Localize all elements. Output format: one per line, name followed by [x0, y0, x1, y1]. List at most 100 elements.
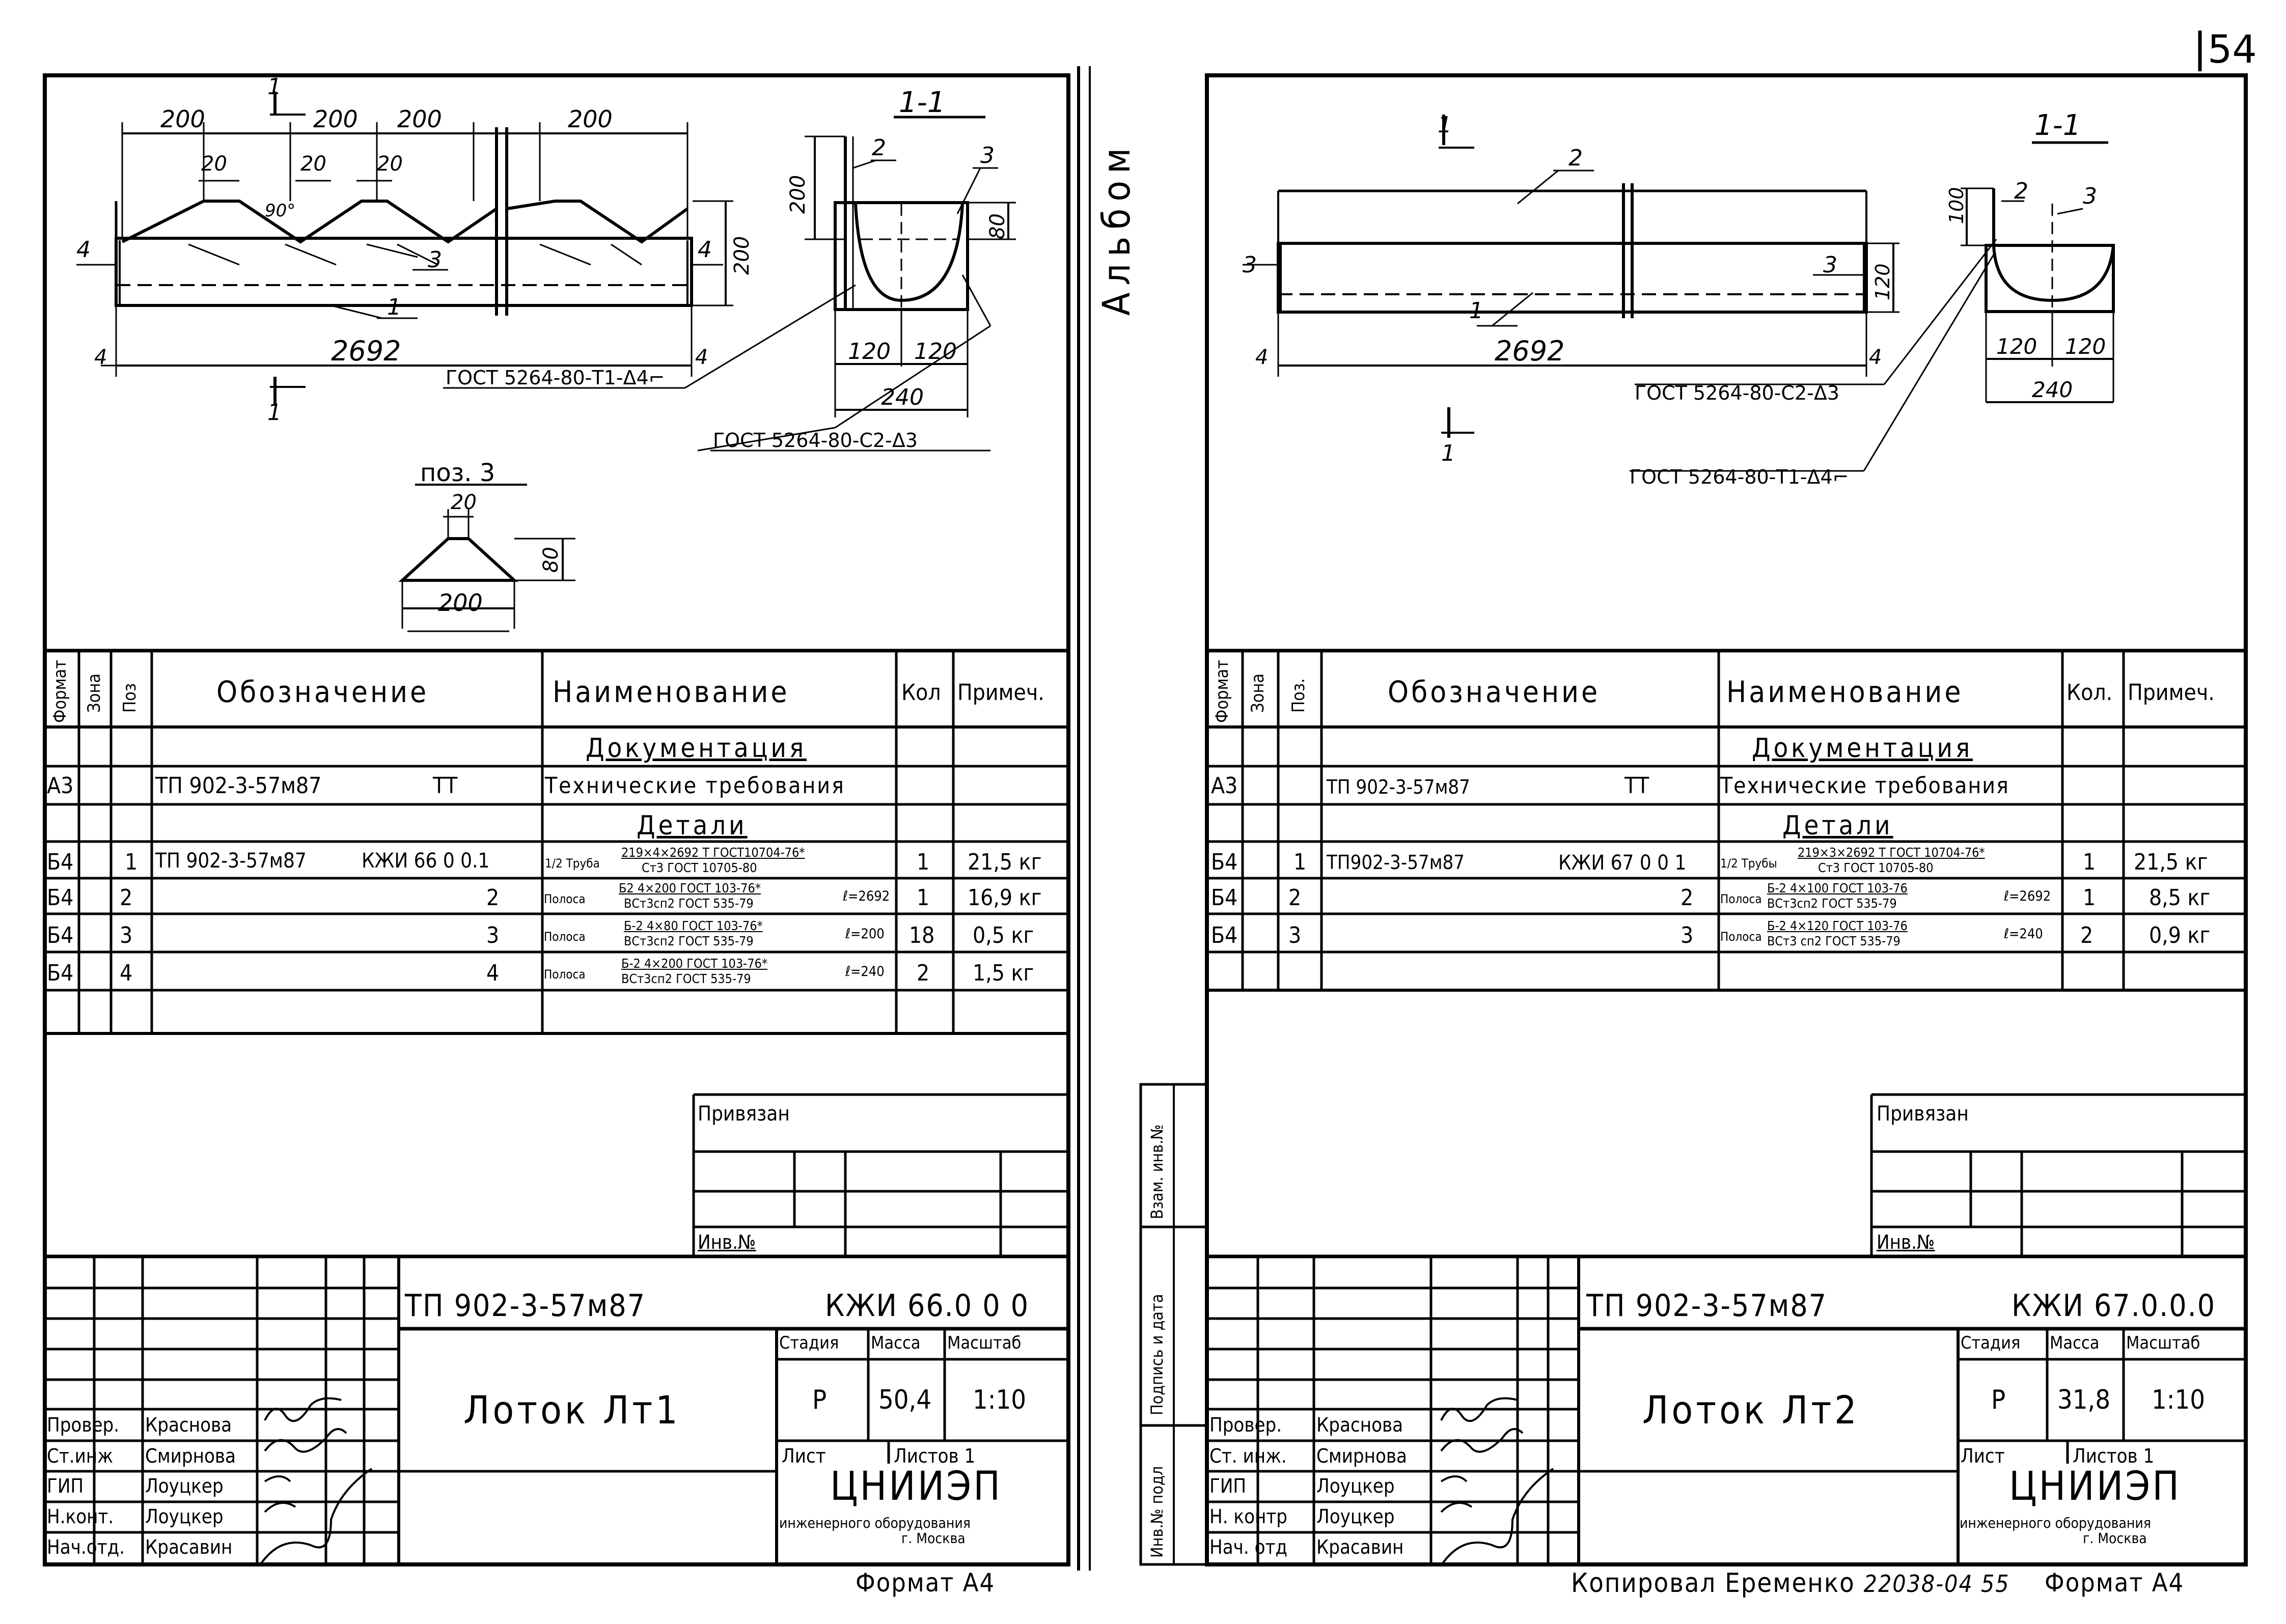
- r-row3-code: 3: [1681, 922, 1694, 948]
- section-details: Детали: [637, 810, 748, 841]
- r-leader-2: 2: [1568, 145, 1583, 171]
- r-org-sub2: г. Москва: [2083, 1530, 2147, 1547]
- r-row2-name-prefix: Полоса: [1720, 892, 1762, 906]
- height-200-section: 200: [786, 175, 810, 214]
- section-dim-120-b: 120: [914, 339, 957, 365]
- row3-pos: 3: [120, 922, 133, 948]
- row2-format: Б4: [47, 885, 74, 911]
- edge-dim-left: 4: [94, 346, 107, 369]
- row2-note: 16,9 кг: [968, 885, 1042, 911]
- r-doc-code: КЖИ 67.0.0.0: [2012, 1288, 2216, 1324]
- row3-name-bottom: ВСт3сп2 ГОСТ 535-79: [624, 934, 754, 948]
- sheets-count: Листов 1: [894, 1445, 976, 1467]
- r-row2-pos: 2: [1288, 885, 1302, 911]
- r-stage-label: Стадия: [1961, 1333, 2021, 1353]
- row2-name-tail: ℓ=2692: [843, 888, 890, 904]
- name-3: Лоуцкер: [145, 1475, 224, 1497]
- r-mass-label: Масса: [2050, 1333, 2100, 1353]
- name-2: Смирнова: [145, 1445, 236, 1467]
- r-doc-suffix: ТТ: [1624, 773, 1649, 799]
- r-bound-label: Привязан: [1877, 1102, 1969, 1126]
- row3-name-tail: ℓ=200: [845, 926, 885, 942]
- r-row3-format: Б4: [1211, 922, 1238, 948]
- r-row1-note: 21,5 кг: [2134, 849, 2208, 875]
- angle-label: 90°: [265, 201, 295, 221]
- r-doc-name: Технические требования: [1720, 773, 2009, 799]
- r-doc-format: А3: [1211, 773, 1238, 799]
- r-hdr-pos: Поз.: [1288, 678, 1309, 713]
- name-1: Краснова: [145, 1414, 232, 1436]
- stage-label: Стадия: [779, 1333, 839, 1353]
- left-section: [443, 116, 1016, 452]
- detail-dim-80: 80: [539, 547, 563, 573]
- r-hdr-qty: Кол.: [2067, 680, 2113, 706]
- r-hdr-designation: Обозначение: [1388, 675, 1601, 709]
- cut-label-bottom: 1: [267, 400, 282, 426]
- r-name-4: Лоуцкер: [1316, 1505, 1395, 1528]
- doc-format: А3: [47, 773, 74, 799]
- row2-qty: 1: [917, 885, 930, 911]
- r-leader-2b: 2: [2014, 178, 2028, 204]
- row4-code: 4: [486, 960, 500, 986]
- r-row2-code: 2: [1681, 885, 1694, 911]
- row3-name-top: Б-2 4×80 ГОСТ 103-76*: [624, 918, 763, 933]
- height-80-section: 80: [986, 213, 1009, 239]
- r-inv-label: Инв.№: [1877, 1231, 1935, 1253]
- gost-callout-1: ГОСТ 5264-80-Т1-Δ4⌐: [446, 367, 665, 389]
- row4-name-prefix: Полоса: [544, 967, 586, 982]
- r-section-documentation: Документация: [1752, 733, 1973, 764]
- hdr-pos: Поз: [120, 683, 140, 713]
- height-200-right: 200: [730, 236, 754, 275]
- row1-name-bottom: Ст3 ГОСТ 10705-80: [642, 860, 757, 875]
- r-row1-qty: 1: [2083, 849, 2096, 875]
- row3-name-prefix: Полоса: [544, 930, 586, 944]
- r-hdr-format: Формат: [1212, 659, 1232, 723]
- edge-dim-right: 4: [695, 346, 708, 369]
- row2-name-prefix: Полоса: [544, 892, 586, 906]
- r-role-5: Нач. отд: [1209, 1536, 1288, 1558]
- r-row2-name-top: Б-2 4×100 ГОСТ 103-76: [1767, 881, 1908, 895]
- r-row1-name-prefix: 1/2 Трубы: [1720, 856, 1777, 871]
- doc-code: КЖИ 66.0 0 0: [825, 1288, 1030, 1324]
- r-leader-3-left: 3: [1243, 252, 1257, 278]
- role-5: Нач.отд.: [47, 1536, 125, 1558]
- gost-callout-2: ГОСТ 5264-80-С2-Δ3: [713, 429, 918, 452]
- row4-qty: 2: [917, 960, 930, 986]
- row1-qty: 1: [917, 849, 930, 875]
- hdr-designation: Обозначение: [216, 675, 429, 709]
- org-sub1: инженерного оборудования: [779, 1515, 971, 1531]
- leader-4-left: 4: [76, 237, 91, 263]
- r-cut-label-bottom: 1: [1441, 440, 1455, 466]
- row3-code: 3: [486, 922, 500, 948]
- r-height-120: 120: [1871, 263, 1894, 300]
- r-sheets-count: Листов 1: [2073, 1445, 2155, 1467]
- side-stamp-replace: Взам. инв.№: [1147, 1124, 1167, 1219]
- right-section: [1630, 141, 2115, 472]
- r-doc-designation: ТП 902-3-57м87: [1327, 776, 1470, 798]
- r-row1-format: Б4: [1211, 849, 1238, 875]
- r-hdr-zone: Зона: [1248, 673, 1268, 713]
- left-format-label: Формат А4: [856, 1568, 996, 1598]
- detail-title: поз. 3: [420, 459, 495, 487]
- r-org-sub1: инженерного оборудования: [1960, 1515, 2151, 1531]
- right-format-label: Формат А4: [2045, 1568, 2185, 1598]
- section-dim-240: 240: [881, 384, 924, 410]
- org-sub2: г. Москва: [901, 1530, 966, 1547]
- r-name-3: Лоуцкер: [1316, 1475, 1395, 1497]
- r-mass-value: 31,8: [2057, 1385, 2111, 1415]
- r-row3-qty: 2: [2080, 922, 2094, 948]
- r-row2-name-tail: ℓ=2692: [2004, 888, 2051, 904]
- detail-dim-200: 200: [438, 589, 483, 617]
- row4-name-bottom: ВСт3сп2 ГОСТ 535-79: [621, 971, 751, 986]
- bound-label: Привязан: [698, 1102, 790, 1126]
- row4-note: 1,5 кг: [973, 960, 1034, 986]
- r-role-1: Провер.: [1209, 1414, 1282, 1436]
- r-scale-label: Масштаб: [2126, 1333, 2200, 1353]
- stage-value: Р: [812, 1385, 827, 1415]
- r-row1-code: КЖИ 67 0 0 1: [1558, 851, 1687, 875]
- leader-4-right: 4: [698, 237, 712, 263]
- project-code: ТП 902-3-57м87: [405, 1288, 646, 1324]
- left-elevation: [76, 92, 733, 405]
- r-row2-note: 8,5 кг: [2149, 885, 2211, 911]
